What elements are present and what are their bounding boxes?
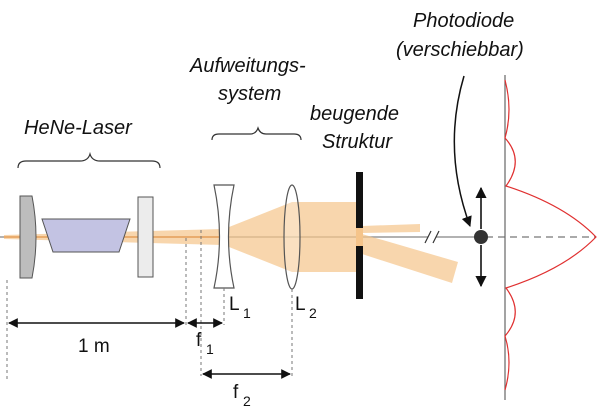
photodiode: [474, 230, 488, 244]
focal2-label: f: [233, 382, 239, 403]
intensity-curve: [504, 79, 597, 391]
laser-mirror-right: [137, 196, 154, 278]
laser-label: HeNe-Laser: [24, 117, 133, 139]
structure-label-line1: beugende: [310, 103, 399, 125]
pointer-arrow: [453, 75, 472, 227]
slit-gap: [356, 228, 363, 246]
distance-1m-label: 1 m: [78, 336, 110, 357]
expander-label-line1: Aufweitungs-: [189, 55, 306, 77]
lens1-label: L: [229, 294, 240, 315]
laser-rod: [41, 218, 131, 253]
focal2-subscript: 2: [243, 393, 251, 409]
axis-break-mark: [432, 230, 440, 244]
lens1-subscript: 1: [243, 305, 251, 321]
laser-mirror-left: [19, 195, 37, 279]
diffracted-beam: [362, 224, 420, 233]
laser-brace: [17, 151, 161, 169]
expander-brace: [211, 126, 302, 141]
expanded-beam: [224, 202, 358, 272]
structure-label-line2: Struktur: [322, 131, 393, 153]
detector-label-line1: Photodiode: [413, 10, 514, 32]
expander-label-line2: system: [218, 83, 281, 105]
lens2-label: L: [295, 294, 306, 315]
lens-l1: [213, 184, 235, 289]
focal1-label: f: [196, 330, 202, 351]
detector-label-line2: (verschiebbar): [396, 39, 524, 61]
focal1-subscript: 1: [206, 341, 214, 357]
lens2-subscript: 2: [309, 305, 317, 321]
lens-l2: [283, 184, 301, 290]
axis-break-mark: [424, 230, 432, 244]
diffracted-beam: [362, 234, 458, 283]
